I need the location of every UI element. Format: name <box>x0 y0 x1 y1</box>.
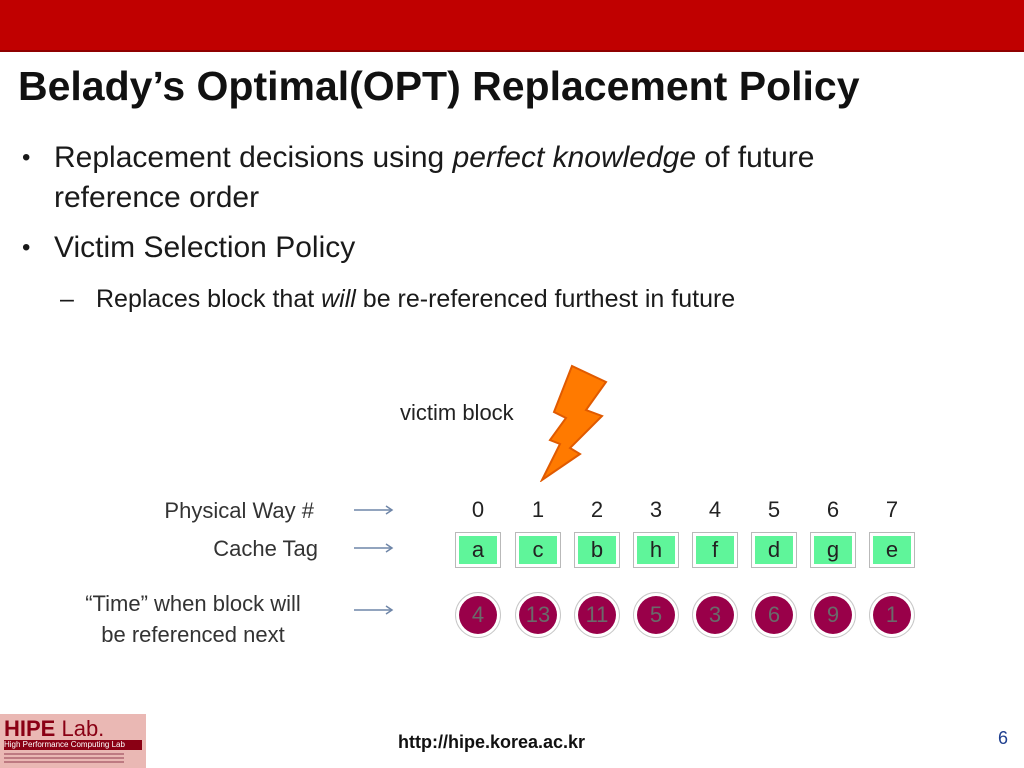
cache-tag-cell: d <box>751 532 797 568</box>
next-reference-circle: 3 <box>692 592 738 638</box>
sub-bullet-post: be re-referenced furthest in future <box>355 285 736 313</box>
next-reference-value: 11 <box>578 596 616 634</box>
bullet-dot: • <box>22 234 31 261</box>
way-number: 0 <box>471 497 485 522</box>
next-reference-value: 3 <box>696 596 734 634</box>
cache-tag-value: h <box>637 536 675 564</box>
header-bar <box>0 0 1024 50</box>
cache-tag-value: b <box>578 536 616 564</box>
next-reference-circle: 6 <box>751 592 797 638</box>
cache-tag-cell: a <box>455 532 501 568</box>
cache-tag-cell: h <box>633 532 679 568</box>
way-number: 3 <box>649 497 663 522</box>
logo-title-main: HIPE <box>4 716 56 741</box>
cache-tag-value: e <box>873 536 911 564</box>
page-number: 6 <box>998 728 1009 748</box>
way-number: 4 <box>708 497 722 522</box>
cache-tag-cell: c <box>515 532 561 568</box>
header-divider <box>0 50 1024 52</box>
next-reference-circle: 4 <box>455 592 501 638</box>
logo-title: HIPE Lab. <box>4 716 104 742</box>
sub-bullet-pre: Replaces block that <box>96 285 322 313</box>
logo-subtitle: High Performance Computing Lab <box>4 740 142 750</box>
next-reference-value: 1 <box>873 596 911 634</box>
logo-title-suffix: Lab. <box>55 716 105 741</box>
bullet-1-line2: reference order <box>54 181 260 214</box>
bullet-2-text: Victim Selection Policy <box>54 231 356 264</box>
next-reference-circle: 13 <box>515 592 561 638</box>
sub-bullet-emphasis: will <box>321 285 356 313</box>
cache-tag-value: g <box>814 536 852 564</box>
next-reference-value: 5 <box>637 596 675 634</box>
lightning-bolt-icon <box>539 364 608 482</box>
bullet-1-text: Replacement decisions using perfect know… <box>54 138 814 178</box>
time-label: “Time” when block will be referenced nex… <box>48 588 338 650</box>
bullet-1-post: of future <box>696 141 815 174</box>
next-reference-value: 13 <box>519 596 557 634</box>
cache-tag-cell: g <box>810 532 856 568</box>
cache-tag-value: d <box>755 536 793 564</box>
victim-block-label: victim block <box>400 400 514 425</box>
cache-tag-label: Cache Tag <box>213 536 318 561</box>
sub-bullet-text: Replaces block that will be re-reference… <box>96 282 735 316</box>
next-reference-value: 4 <box>459 596 497 634</box>
next-reference-circle: 11 <box>574 592 620 638</box>
way-number: 2 <box>590 497 604 522</box>
next-reference-value: 9 <box>814 596 852 634</box>
bullet-1-pre: Replacement decisions using <box>54 141 453 174</box>
arrow-right-icon <box>354 543 394 553</box>
cache-tag-value: c <box>519 536 557 564</box>
arrow-right-icon <box>354 505 394 515</box>
sub-bullet-dash: – <box>60 285 74 313</box>
slide-title: Belady’s Optimal(OPT) Replacement Policy <box>18 63 860 109</box>
footer-url: http://hipe.korea.ac.kr <box>398 732 586 752</box>
cache-tag-cell: b <box>574 532 620 568</box>
cache-tag-value: a <box>459 536 497 564</box>
next-reference-value: 6 <box>755 596 793 634</box>
time-label-line1: “Time” when block will <box>85 591 301 616</box>
way-number: 5 <box>767 497 781 522</box>
cache-tag-value: f <box>696 536 734 564</box>
next-reference-circle: 9 <box>810 592 856 638</box>
cache-tag-cell: f <box>692 532 738 568</box>
logo-fine-print <box>4 753 124 765</box>
bullet-1-emphasis: perfect knowledge <box>452 141 697 174</box>
physical-way-label: Physical Way # <box>164 498 314 523</box>
hipe-lab-logo: HIPE Lab. High Performance Computing Lab <box>0 714 146 768</box>
cache-tag-cell: e <box>869 532 915 568</box>
time-label-line2: be referenced next <box>101 622 285 647</box>
way-number: 6 <box>826 497 840 522</box>
way-number: 1 <box>531 497 545 522</box>
way-number: 7 <box>885 497 899 522</box>
bullet-dot: • <box>22 144 31 171</box>
arrow-right-icon <box>354 605 394 615</box>
next-reference-circle: 5 <box>633 592 679 638</box>
next-reference-circle: 1 <box>869 592 915 638</box>
